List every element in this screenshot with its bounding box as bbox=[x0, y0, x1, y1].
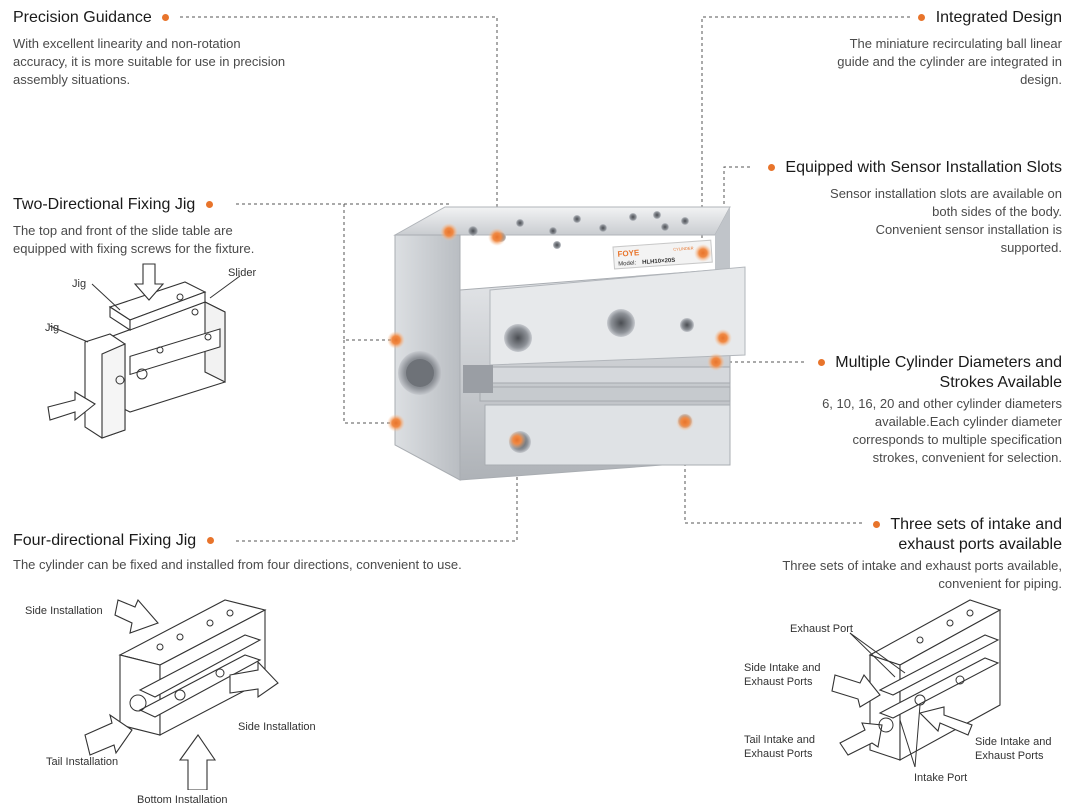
feature-sensor-slots: Equipped with Sensor Installation Slots … bbox=[722, 158, 1062, 257]
feature-desc: The miniature recirculating ball linear … bbox=[837, 36, 1062, 87]
feature-precision-guidance: Precision Guidance With excellent linear… bbox=[13, 8, 343, 89]
label-side-intake-left-1: Side Intake and bbox=[744, 662, 821, 674]
two-directional-jig-illustration bbox=[47, 263, 241, 439]
label-tail-intake-2: Exhaust Ports bbox=[744, 748, 813, 760]
feature-integrated-design: Integrated Design The miniature recircul… bbox=[762, 8, 1062, 89]
label-intake-port: Intake Port bbox=[914, 772, 968, 784]
label-exhaust-port: Exhaust Port bbox=[790, 623, 853, 635]
feature-title-line2: Strokes Available bbox=[939, 374, 1062, 391]
cylinder-sublabel: CYLINDER bbox=[673, 245, 694, 251]
feature-two-directional-jig: Two-Directional Fixing Jig The top and f… bbox=[13, 195, 313, 258]
feature-intake-exhaust-ports: Three sets of intake and exhaust ports a… bbox=[722, 515, 1062, 593]
feature-multiple-diameters: Multiple Cylinder Diameters and Strokes … bbox=[762, 353, 1062, 467]
feature-desc: Sensor installation slots are available … bbox=[830, 186, 1062, 255]
label-side-intake-right-2: Exhaust Ports bbox=[975, 750, 1044, 762]
feature-desc: 6, 10, 16, 20 and other cylinder diamete… bbox=[822, 396, 1062, 465]
label-side-installation-top: Side Installation bbox=[25, 605, 103, 617]
marker-dot-icon bbox=[206, 537, 214, 545]
marker-dot-icon bbox=[767, 164, 775, 172]
feature-four-directional-jig: Four-directional Fixing Jig The cylinder… bbox=[13, 531, 553, 574]
model-label: Model: bbox=[618, 260, 637, 267]
marker-dot-icon bbox=[817, 359, 825, 367]
feature-title: Three sets of intake and bbox=[722, 515, 1062, 535]
feature-title: Integrated Design bbox=[762, 8, 1062, 28]
feature-desc: The cylinder can be fixed and installed … bbox=[13, 557, 462, 572]
label-side-intake-right-1: Side Intake and bbox=[975, 736, 1052, 748]
marker-dot-icon bbox=[873, 521, 881, 529]
feature-title: Multiple Cylinder Diameters and bbox=[762, 353, 1062, 373]
intake-exhaust-ports-illustration bbox=[831, 599, 1002, 768]
feature-title: Four-directional Fixing Jig bbox=[13, 531, 553, 551]
feature-title: Two-Directional Fixing Jig bbox=[13, 195, 313, 215]
label-slider: Slider bbox=[228, 267, 257, 279]
feature-title-line2: exhaust ports available bbox=[898, 536, 1062, 553]
feature-title: Precision Guidance bbox=[13, 8, 343, 28]
marker-dot-icon bbox=[162, 14, 170, 22]
feature-desc: The top and front of the slide table are… bbox=[13, 223, 255, 256]
label-side-intake-left-2: Exhaust Ports bbox=[744, 676, 813, 688]
feature-desc: Three sets of intake and exhaust ports a… bbox=[782, 558, 1062, 591]
brand-label: FOYE bbox=[617, 248, 640, 259]
label-bottom-installation: Bottom Installation bbox=[137, 794, 228, 806]
cylinder-product-image: FOYE CYLINDER Model: HLH10×20S bbox=[387, 206, 746, 481]
feature-desc: With excellent linearity and non-rotatio… bbox=[13, 36, 286, 87]
label-tail-installation: Tail Installation bbox=[46, 756, 119, 768]
marker-dot-icon bbox=[205, 201, 213, 209]
marker-dot-icon bbox=[918, 14, 926, 22]
four-directional-installation-illustration bbox=[84, 598, 279, 790]
label-side-installation-right: Side Installation bbox=[238, 721, 316, 733]
feature-title: Equipped with Sensor Installation Slots bbox=[722, 158, 1062, 178]
label-jig-front: Jig bbox=[45, 322, 60, 334]
label-jig-top: Jig bbox=[72, 278, 87, 290]
model-number: HLH10×20S bbox=[642, 258, 676, 266]
label-tail-intake-1: Tail Intake and bbox=[744, 734, 815, 746]
